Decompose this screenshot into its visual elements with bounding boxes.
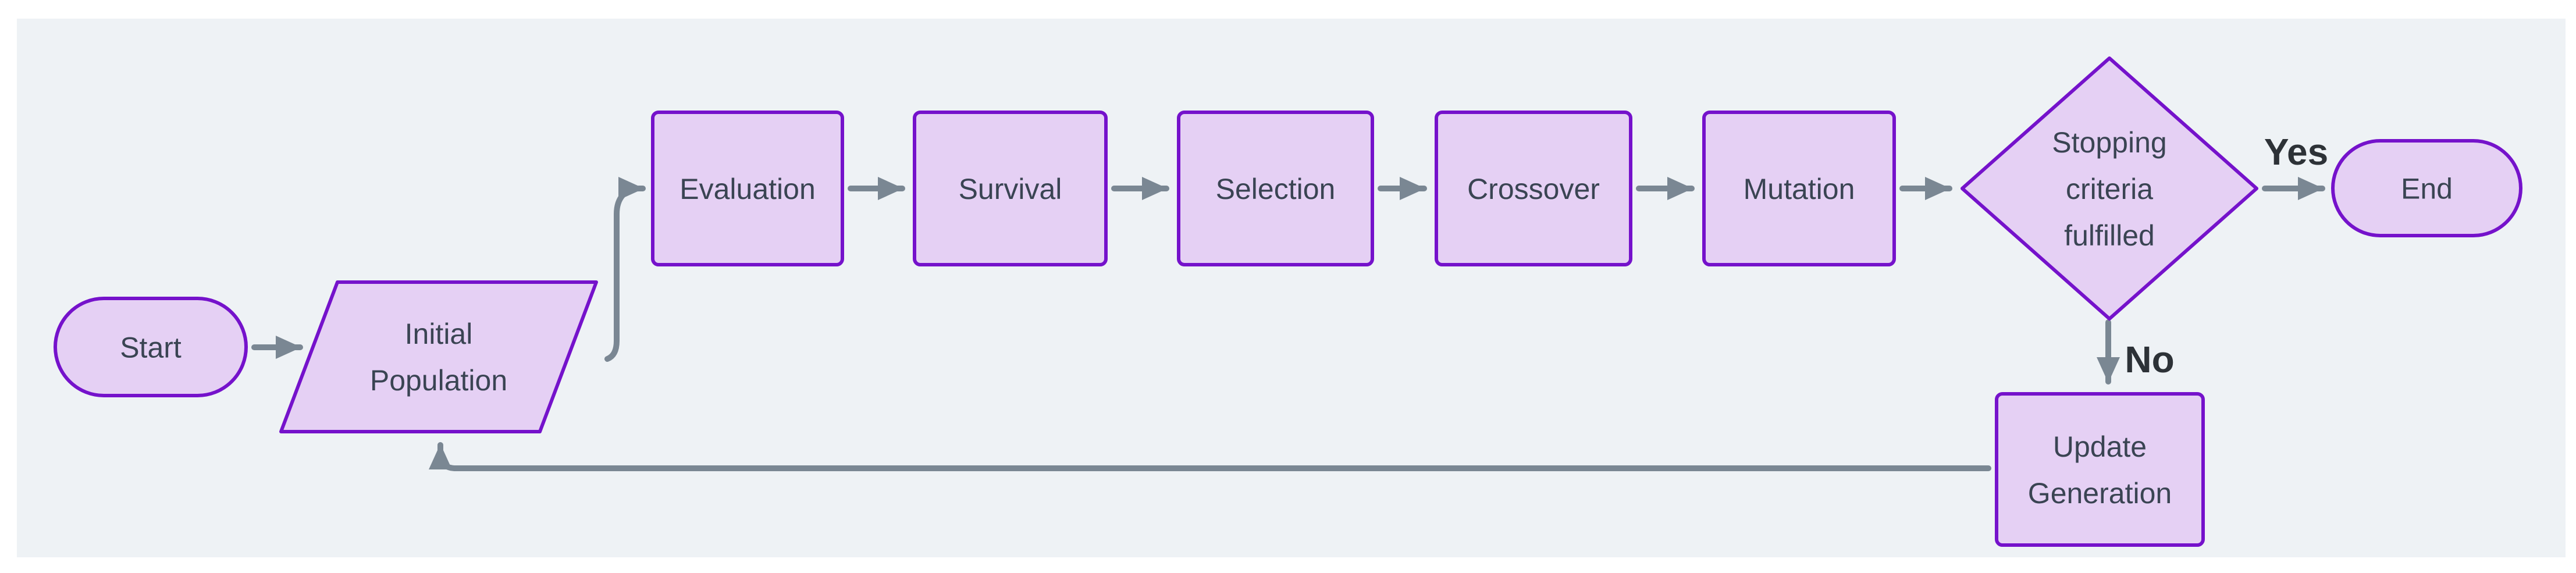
node-label-line: Start bbox=[120, 332, 182, 364]
node-label-line: Generation bbox=[2028, 477, 2172, 510]
node-label-line: Initial bbox=[405, 318, 473, 350]
node-label-line: criteria bbox=[2066, 173, 2153, 205]
node-stopping-criteria: Stopping criteria fulfilled bbox=[1961, 56, 2258, 321]
node-label: Stopping criteria fulfilled bbox=[2052, 126, 2166, 252]
node-label-line: Selection bbox=[1216, 173, 1336, 205]
edge-label-yes: Yes bbox=[2264, 131, 2328, 173]
node-end: End bbox=[2331, 139, 2522, 237]
node-start: Start bbox=[54, 297, 248, 397]
node-label-line: fulfilled bbox=[2064, 219, 2155, 252]
node-label: End bbox=[2401, 173, 2453, 205]
node-shape-rect bbox=[1702, 111, 1896, 266]
node-label-line: Crossover bbox=[1467, 173, 1600, 205]
node-label: Start bbox=[120, 332, 182, 364]
node-label: Mutation bbox=[1744, 173, 1855, 205]
node-label: Evaluation bbox=[679, 173, 816, 205]
node-mutation: Mutation bbox=[1702, 111, 1896, 266]
node-shape-stadium bbox=[2331, 139, 2522, 237]
node-label-line: Population bbox=[370, 364, 507, 397]
node-crossover: Crossover bbox=[1435, 111, 1632, 266]
node-shape-rect bbox=[651, 111, 844, 266]
node-label: Selection bbox=[1216, 173, 1336, 205]
node-selection: Selection bbox=[1177, 111, 1374, 266]
node-shape-rect bbox=[913, 111, 1108, 266]
node-shape-rect bbox=[1995, 392, 2205, 547]
node-label-line: Update bbox=[2053, 430, 2147, 463]
node-label-line: Stopping bbox=[2052, 126, 2166, 159]
edge-label-no: No bbox=[2125, 339, 2174, 380]
edge-initial-population-to-evaluation bbox=[604, 177, 646, 362]
node-shape-diamond bbox=[1961, 56, 2258, 321]
node-label-line: Evaluation bbox=[679, 173, 816, 205]
edge-update-to-initial-population bbox=[429, 442, 1991, 471]
node-shape-stadium bbox=[54, 297, 248, 397]
node-label: Crossover bbox=[1467, 173, 1600, 205]
node-shape-rect bbox=[1177, 111, 1374, 266]
node-evaluation: Evaluation bbox=[651, 111, 844, 266]
node-label: Survival bbox=[959, 173, 1062, 205]
node-label-line: Mutation bbox=[1744, 173, 1855, 205]
node-shape-rect bbox=[1435, 111, 1632, 266]
node-shape-parallelogram bbox=[279, 280, 598, 433]
node-label-line: Survival bbox=[959, 173, 1062, 205]
node-survival: Survival bbox=[913, 111, 1108, 266]
node-label-line: End bbox=[2401, 173, 2453, 205]
